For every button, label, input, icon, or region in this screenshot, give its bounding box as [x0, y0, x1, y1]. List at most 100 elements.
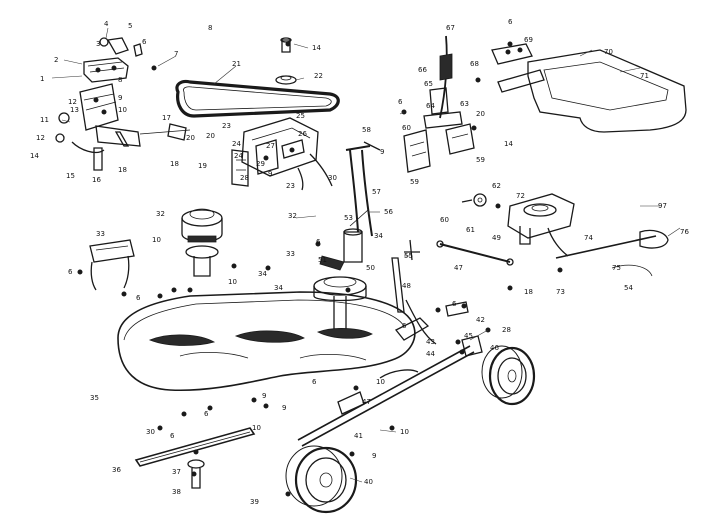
deck-lift-handle — [345, 141, 381, 237]
callout-57: 57 — [372, 188, 381, 196]
callout-45: 45 — [464, 332, 473, 340]
front-wheel — [285, 445, 358, 514]
callout-34c: 34 — [374, 232, 383, 240]
callout-9: 9 — [118, 94, 122, 102]
callout-50: 50 — [366, 264, 375, 272]
callout-10f: 10 — [252, 424, 261, 432]
callout-15: 15 — [66, 172, 75, 180]
callout-6i: 6 — [170, 432, 175, 440]
callout-19: 19 — [198, 162, 207, 170]
callout-23: 23 — [222, 122, 231, 130]
callout-66: 66 — [418, 66, 427, 74]
callout-28b: 28 — [502, 326, 511, 334]
callout-69: 69 — [524, 36, 533, 44]
callout-49: 49 — [492, 234, 501, 242]
callout-24b: 24 — [234, 152, 243, 160]
callout-65: 65 — [424, 80, 433, 88]
callout-30b: 30 — [146, 428, 155, 436]
callout-17: 17 — [162, 114, 171, 122]
callout-62: 62 — [492, 182, 501, 190]
callout-38: 38 — [172, 488, 181, 496]
callout-54: 54 — [624, 284, 633, 292]
rear-wheel — [481, 345, 536, 406]
callout-76: 76 — [680, 228, 689, 236]
callout-9d: 9 — [372, 452, 376, 460]
callout-33b: 33 — [286, 250, 295, 258]
callout-97: 97 — [658, 202, 667, 210]
callout-3: 3 — [96, 40, 100, 48]
callout-36: 36 — [112, 466, 121, 474]
callout-60b: 60 — [440, 216, 449, 224]
callout-11: 11 — [40, 116, 49, 124]
callout-16: 16 — [92, 176, 101, 184]
callout-10d: 10 — [376, 378, 385, 386]
callout-6j: 6 — [136, 294, 141, 302]
callout-44: 44 — [426, 350, 435, 358]
callout-18c: 18 — [524, 288, 533, 296]
callout-64: 64 — [426, 102, 435, 110]
callout-6k: 6 — [204, 410, 209, 418]
callout-13: 13 — [70, 106, 79, 114]
callout-10e: 10 — [400, 428, 409, 436]
callout-30: 30 — [328, 174, 337, 182]
callout-24: 24 — [232, 140, 241, 148]
callout-6b: 6 — [68, 268, 73, 276]
callout-10: 10 — [118, 106, 127, 114]
mower-blade — [134, 427, 256, 489]
callout-18: 18 — [118, 166, 127, 174]
callout-12: 12 — [36, 134, 45, 142]
callout-32b: 32 — [288, 212, 297, 220]
callout-25: 25 — [296, 112, 305, 120]
callout-60: 60 — [402, 124, 411, 132]
callout-9c: 9 — [380, 148, 384, 156]
callout-20: 20 — [206, 132, 215, 140]
callout-labels: 1 2 3 4 5 6 7 8 9 10 11 12 12 13 14 15 1… — [30, 18, 689, 506]
callout-75: 75 — [612, 264, 621, 272]
callout-33: 33 — [96, 230, 105, 238]
callout-8b: 8 — [208, 24, 212, 32]
callout-70: 70 — [604, 48, 613, 56]
callout-14b: 14 — [312, 44, 321, 52]
callout-10c: 10 — [228, 278, 237, 286]
drive-belt — [175, 79, 340, 118]
callout-9f: 9 — [262, 392, 266, 400]
callout-14c: 14 — [504, 140, 513, 148]
callout-18b: 18 — [170, 160, 179, 168]
callout-32: 32 — [156, 210, 165, 218]
leader-lines — [51, 27, 681, 483]
callout-71: 71 — [640, 72, 649, 80]
callout-23b: 23 — [286, 182, 295, 190]
callout-58: 58 — [362, 126, 371, 134]
center-spindle — [313, 209, 369, 331]
callout-73: 73 — [556, 288, 565, 296]
callout-51: 51 — [318, 256, 327, 264]
deck-hanger-left — [89, 239, 135, 291]
callout-6g: 6 — [402, 322, 407, 330]
callout-59: 59 — [410, 178, 419, 186]
front-axle — [297, 301, 483, 447]
callout-55: 55 — [404, 252, 413, 260]
callout-28: 28 — [240, 174, 249, 182]
callout-34b: 34 — [274, 284, 283, 292]
callout-61: 61 — [466, 226, 475, 234]
callout-41: 41 — [354, 432, 363, 440]
callout-2: 2 — [54, 56, 58, 64]
callout-12b: 12 — [68, 98, 77, 106]
mower-deck — [117, 291, 430, 392]
left-idler-assembly — [55, 83, 191, 171]
callout-6f: 6 — [452, 300, 457, 308]
callout-14: 14 — [30, 152, 39, 160]
callout-7: 7 — [174, 50, 178, 58]
callout-21: 21 — [232, 60, 241, 68]
hardware — [77, 41, 563, 497]
callout-6d: 6 — [398, 98, 403, 106]
callout-39: 39 — [250, 498, 259, 506]
callout-20c: 20 — [186, 134, 195, 142]
callout-72: 72 — [516, 192, 525, 200]
callout-42: 42 — [476, 316, 485, 324]
callout-59b: 59 — [476, 156, 485, 164]
callout-22: 22 — [314, 72, 323, 80]
callout-5: 5 — [128, 22, 132, 30]
